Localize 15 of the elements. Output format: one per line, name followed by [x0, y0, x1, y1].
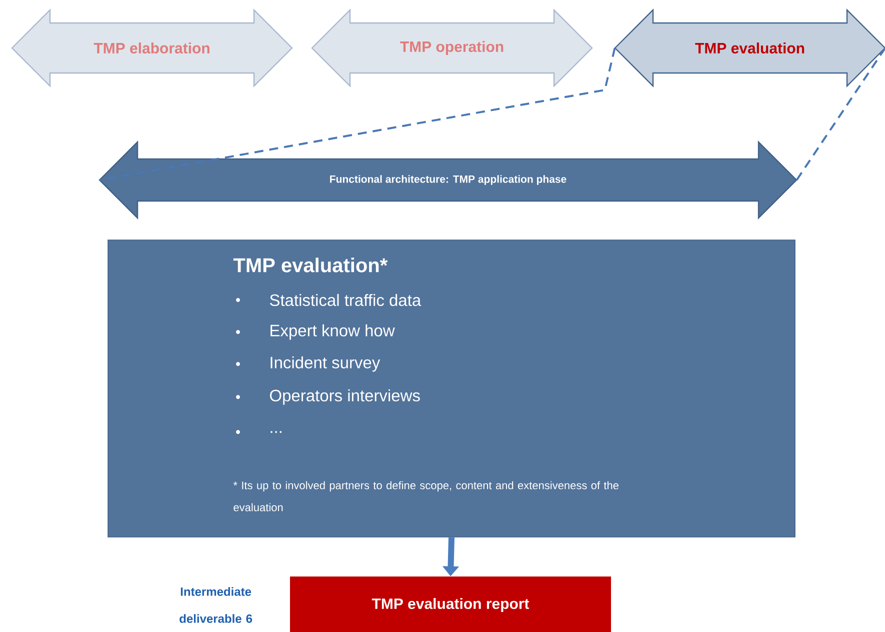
phase-banner: TMP elaboration — [11, 8, 293, 88]
report-box: TMP evaluation report — [290, 576, 611, 632]
connector-line — [796, 47, 885, 181]
bullet-item: Operators interviews — [236, 389, 420, 405]
heading: TMP evaluation* — [233, 258, 388, 272]
bullet-item: ... — [236, 430, 282, 434]
bullet-item: Statistical traffic data — [236, 294, 422, 306]
phase-banner: Functional architecture: TMP application phase — [98, 140, 798, 220]
deliverable-label: Intermediate deliverable 6 — [180, 587, 252, 623]
footnote: * Its up to involved partners to define scope, content and extensiveness of the evaluation — [233, 481, 618, 512]
bullet-item: Incident survey — [236, 356, 380, 372]
connector-line — [99, 48, 616, 181]
phase-banner: TMP operation — [311, 8, 593, 88]
phase-banner: TMP evaluation — [614, 8, 885, 88]
bullet-item: Expert know how — [236, 324, 395, 340]
